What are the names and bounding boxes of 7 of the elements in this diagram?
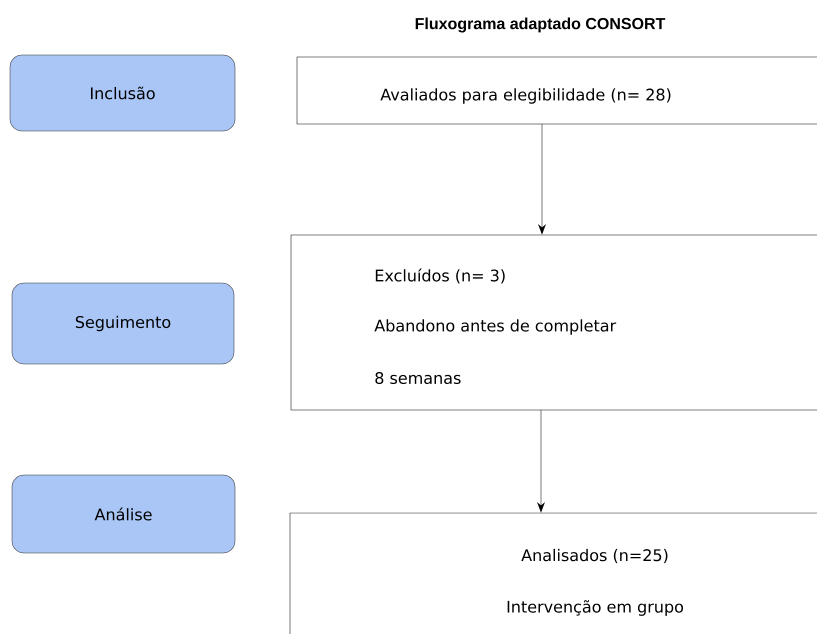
process-box: Analisados (n=25) Intervenção em grupo [290, 512, 817, 634]
title: Fluxograma adaptado CONSORT [416, 18, 666, 32]
process-box: Avaliados para elegibilidade (n= 28) [296, 56, 817, 124]
stage-box: Inclusão [10, 54, 236, 132]
process-box: Excluídos (n= 3) Abandono antes de completar 8 semanas [290, 234, 817, 410]
stage-box: Análise [12, 474, 236, 554]
stage-box: Seguimento [12, 282, 234, 364]
